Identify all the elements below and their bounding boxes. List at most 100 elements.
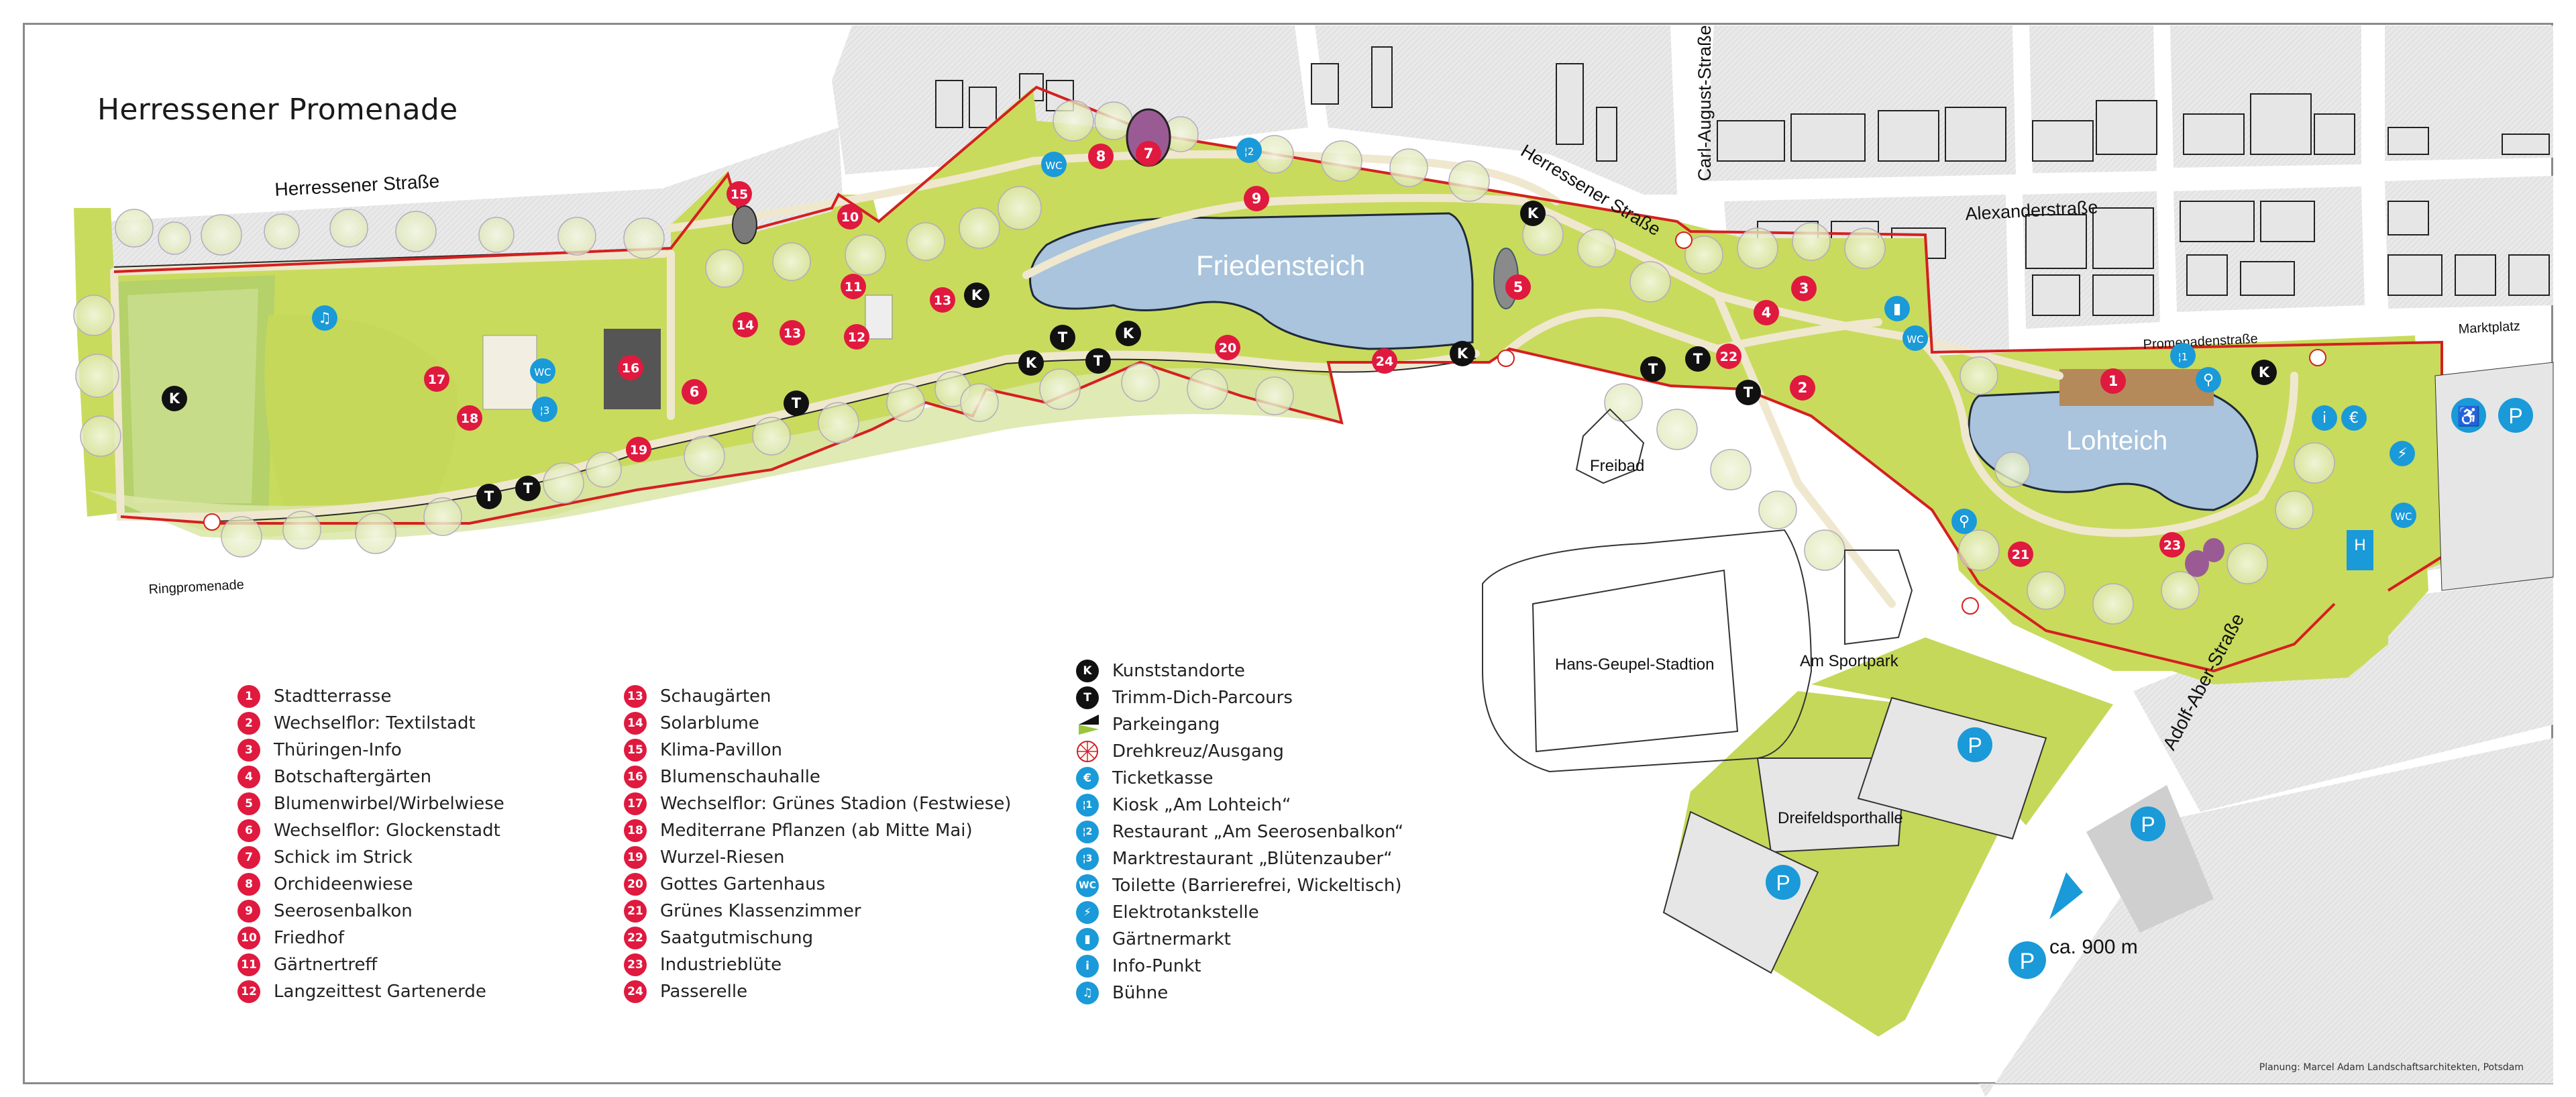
attraction-marker-20[interactable]: 20 [1215,335,1240,360]
market-icon[interactable]: ▮ [1884,296,1910,321]
attraction-marker-23[interactable]: 23 [2159,532,2185,558]
legend-symbol-icon: i [1076,955,1099,978]
legend-label: Saatgutmischung [660,928,814,948]
restaurant-2-icon[interactable]: ¦2 [1236,138,1262,163]
attraction-marker-19[interactable]: 19 [626,437,651,462]
legend-item: Parkeingang [1076,711,1403,738]
svg-text:3: 3 [1799,280,1809,297]
attraction-marker-13[interactable]: 13 [780,320,805,346]
legend-label: Trimm-Dich-Parcours [1112,688,1293,708]
svg-text:6: 6 [690,384,700,400]
attraction-number-icon: 24 [624,980,647,1003]
ev-charging-icon[interactable]: ⚡ [2390,441,2415,466]
svg-text:1: 1 [2108,373,2118,389]
wc-icon[interactable]: WC [1902,325,1928,351]
attraction-number-icon: 22 [624,927,647,949]
legend-label: Orchideenwiese [274,874,413,894]
svg-text:T: T [1058,329,1068,346]
svg-text:¦2: ¦2 [1244,146,1254,158]
svg-text:19: 19 [630,443,647,458]
playground-icon[interactable]: ⚲ [2196,367,2221,393]
art-marker-K[interactable]: K [1520,201,1546,226]
fitness-marker-T[interactable]: T [1640,356,1666,382]
wc-icon[interactable]: WC [530,358,555,384]
parking-lots [1662,362,2554,974]
attraction-marker-16[interactable]: 16 [618,355,643,380]
attraction-number-icon: 19 [624,846,647,869]
attraction-number-icon: 1 [237,685,260,708]
art-marker-K[interactable]: K [1116,321,1141,346]
stage-icon[interactable]: ♫ [312,305,337,331]
legend-item: i Info-Punkt [1076,953,1403,980]
attraction-marker-21[interactable]: 21 [2008,541,2033,567]
info-icon[interactable]: i [2312,405,2337,431]
wc-icon[interactable]: WC [2391,503,2416,528]
attraction-marker-24[interactable]: 24 [1372,348,1397,374]
attraction-marker-14[interactable]: 14 [733,312,758,337]
art-marker-K[interactable]: K [162,386,187,411]
fitness-marker-T[interactable]: T [784,390,809,416]
fitness-marker-T[interactable]: T [1085,348,1111,374]
attraction-marker-5[interactable]: 5 [1505,274,1531,300]
attraction-marker-3[interactable]: 3 [1791,276,1817,301]
attraction-marker-6[interactable]: 6 [682,379,707,405]
attraction-number-icon: 4 [237,766,260,788]
attraction-marker-12[interactable]: 12 [844,324,869,350]
legend-label: Grünes Klassenzimmer [660,901,861,921]
restaurant-3-icon[interactable]: ¦3 [532,397,557,422]
attraction-marker-22[interactable]: 22 [1716,344,1741,369]
svg-text:T: T [1648,361,1658,377]
fitness-marker-T[interactable]: T [515,476,541,501]
attraction-marker-15[interactable]: 15 [727,181,752,207]
attraction-marker-4[interactable]: 4 [1754,300,1779,325]
service-icons[interactable]: ♫WC¦3WC¦2▮WC¦1⚲i€⚡WC⚲ [312,138,2416,534]
fitness-marker-T[interactable]: T [1735,380,1761,405]
attraction-marker-17[interactable]: 17 [424,366,449,392]
wc-icon[interactable]: WC [1041,152,1067,177]
svg-text:8: 8 [1096,148,1106,164]
svg-text:24: 24 [1376,354,1393,369]
tree-canopy [73,100,2335,625]
attraction-marker-10[interactable]: 10 [837,204,863,229]
legend-label: Friedhof [274,928,345,948]
map-markers[interactable]: 1234567891011121313141516171819202122232… [162,141,2277,567]
svg-text:WC: WC [1045,160,1062,172]
klima-pavillon-shape [732,205,757,244]
label-friedensteich: Friedensteich [1196,250,1365,281]
fitness-marker-T[interactable]: T [1050,325,1075,350]
kiosk-1-icon[interactable]: ¦1 [2170,343,2196,368]
attraction-marker-11[interactable]: 11 [841,274,866,299]
legend-label: Wurzel-Riesen [660,847,785,868]
svg-text:♿: ♿ [2457,405,2481,427]
fitness-marker-T[interactable]: T [476,484,502,509]
attraction-marker-8[interactable]: 8 [1088,144,1114,169]
art-marker-K[interactable]: K [964,282,989,308]
attraction-marker-7[interactable]: 7 [1136,141,1161,166]
attraction-marker-1[interactable]: 1 [2100,368,2126,394]
art-marker-K[interactable]: K [2251,360,2277,385]
attraction-number-icon: 5 [237,792,260,815]
art-marker-K[interactable]: K [1018,350,1044,376]
attraction-marker-2[interactable]: 2 [1790,375,1815,401]
parking-icons[interactable]: P P P P P ♿ [1766,398,2533,979]
art-marker-K[interactable]: K [1450,341,1475,366]
legend-label: Info-Punkt [1112,956,1201,976]
attraction-marker-18[interactable]: 18 [457,405,482,431]
legend-label: Parkeingang [1112,715,1220,735]
legend-label: Kiosk „Am Lohteich“ [1112,795,1291,815]
svg-text:K: K [971,287,983,303]
svg-text:⚲: ⚲ [2203,372,2214,388]
ticket-icon[interactable]: € [2341,405,2367,431]
fitness-marker-T[interactable]: T [1685,346,1711,372]
attraction-marker-9[interactable]: 9 [1244,186,1269,211]
buildings [935,46,2550,316]
attraction-marker-13[interactable]: 13 [930,287,955,313]
svg-text:T: T [523,480,533,497]
svg-text:P: P [2020,949,2035,974]
legend-item: ▮Gärtnermarkt [1076,926,1403,953]
playground-icon[interactable]: ⚲ [1951,509,1977,534]
